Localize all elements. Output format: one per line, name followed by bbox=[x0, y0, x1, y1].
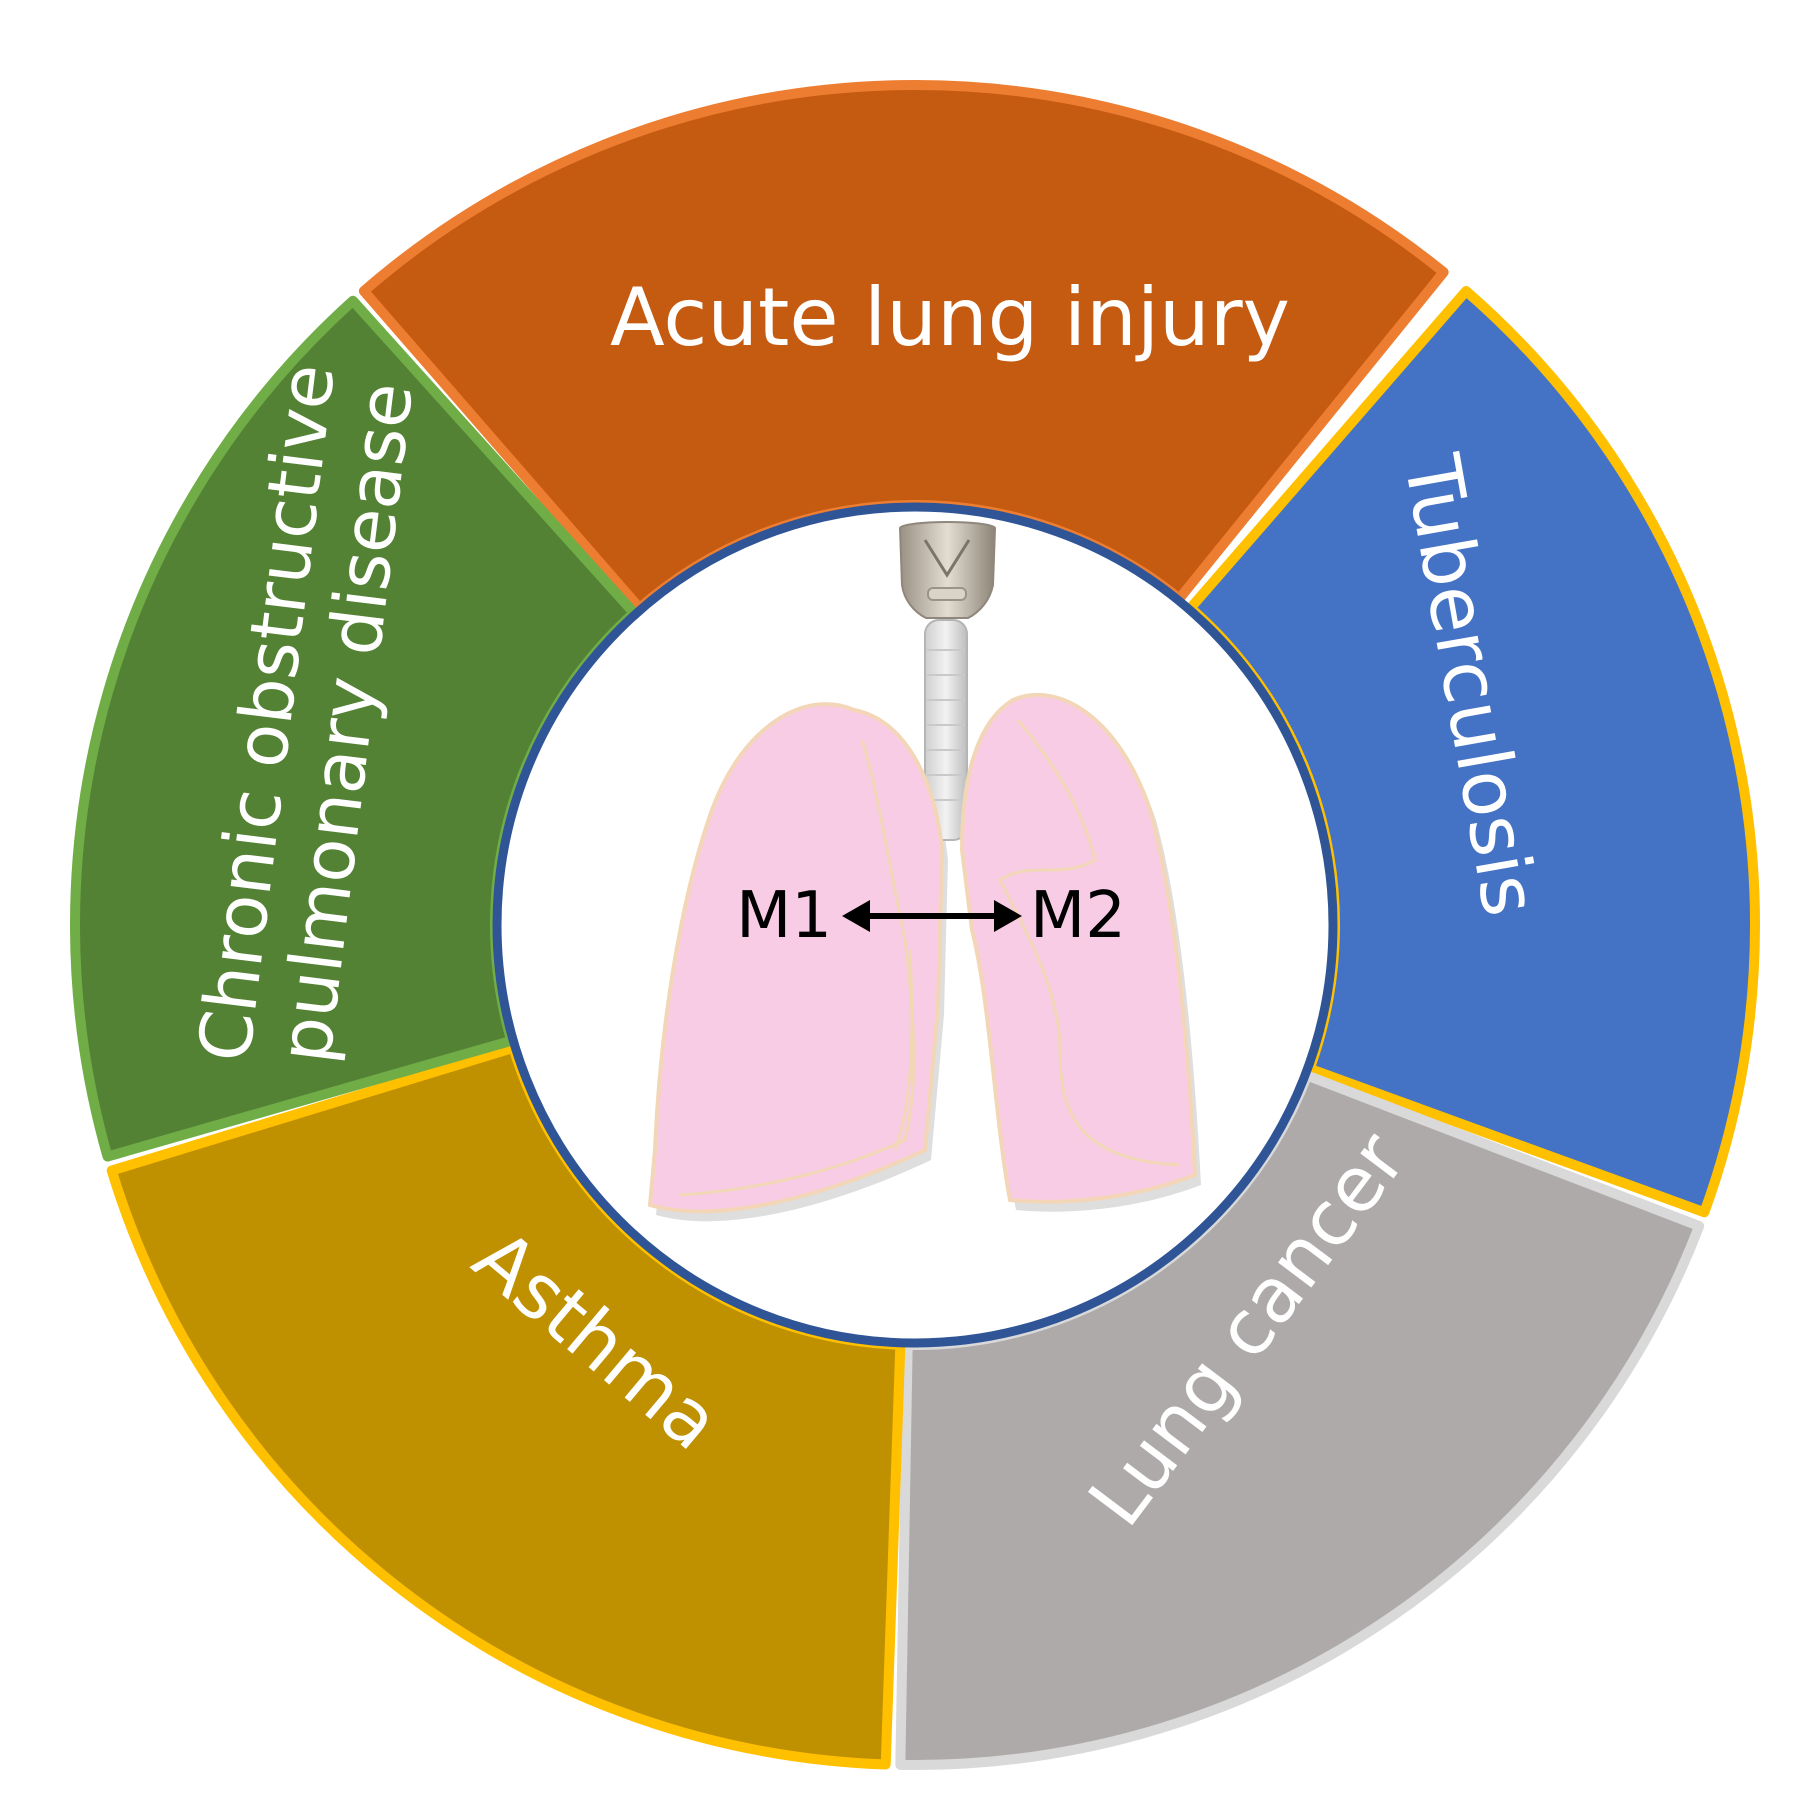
m1-m2-polarization: M1 M2 bbox=[736, 879, 1126, 953]
left-lung bbox=[647, 702, 945, 1214]
right-lung bbox=[959, 693, 1198, 1204]
label-acute-lung-injury: Acute lung injury bbox=[610, 271, 1290, 364]
arrowhead-right-icon bbox=[994, 900, 1022, 932]
m2-label: M2 bbox=[1030, 879, 1126, 953]
m1-label: M1 bbox=[736, 879, 832, 953]
arrowhead-left-icon bbox=[842, 900, 870, 932]
lungs-illustration bbox=[647, 521, 1201, 1222]
larynx bbox=[898, 521, 997, 619]
